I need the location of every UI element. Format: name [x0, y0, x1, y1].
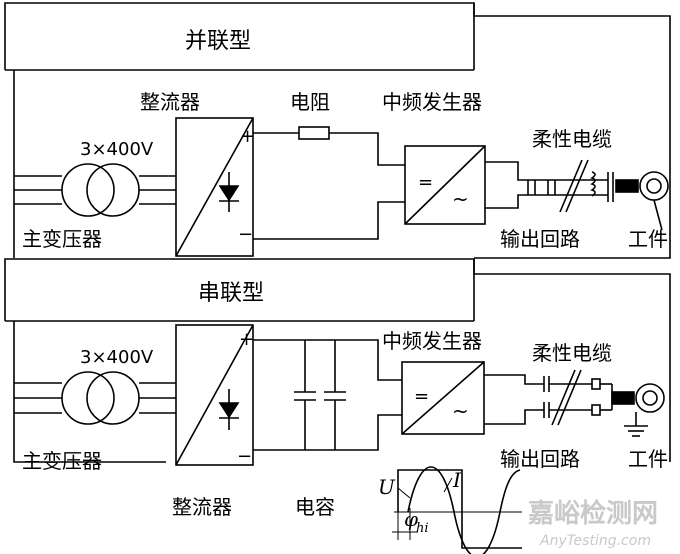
parallel-generator-label: 中频发生器 [382, 90, 482, 114]
current-symbol: I [452, 468, 462, 492]
series-output-loop-label: 输出回路 [500, 447, 580, 471]
parallel-resistor [298, 126, 330, 140]
parallel-workpiece-label: 工件 [628, 227, 668, 251]
watermark: 嘉峪检测网 AnyTesting.com [528, 498, 658, 549]
parallel-section: 并联型 整流器 电阻 中频发生器 3×400V 主变压器 柔性电缆 输出回路 工… [4, 2, 671, 259]
phase-angle-subscript: hi [416, 521, 429, 536]
series-capacitor [294, 340, 346, 450]
series-output-loop [484, 369, 665, 437]
parallel-voltage: 3×400V [80, 139, 154, 160]
parallel-plus-sign: + [240, 126, 255, 147]
parallel-output-loop [485, 159, 669, 231]
current-sine-wave [407, 466, 521, 554]
series-transformer-label: 主变压器 [22, 449, 102, 473]
series-plus-sign: + [239, 329, 254, 350]
series-voltage: 3×400V [80, 347, 154, 368]
voltage-symbol: U [378, 475, 396, 499]
series-generator-label: 中频发生器 [382, 329, 482, 353]
waveform-inset: U I φ hi [378, 466, 522, 554]
series-rectifier-label: 整流器 [172, 495, 232, 519]
phase-angle-symbol: φ [404, 507, 418, 531]
series-ac-symbol: ~ [452, 399, 469, 423]
parallel-title: 并联型 [185, 29, 251, 54]
series-minus-sign: − [237, 446, 252, 467]
series-title: 串联型 [198, 281, 264, 306]
series-workpiece-label: 工件 [628, 447, 668, 471]
parallel-main-transformer [14, 163, 176, 217]
series-generator [401, 361, 485, 435]
series-left-rail [13, 321, 166, 463]
series-capacitor-label: 电容 [295, 495, 335, 519]
parallel-generator [404, 145, 486, 225]
series-section: 串联型 中频发生器 3×400V 主变压器 整流器 电容 柔性电缆 输出回路 工… [4, 258, 671, 519]
parallel-ac-symbol: ~ [452, 187, 469, 211]
parallel-rectifier-label: 整流器 [140, 90, 200, 114]
parallel-resistor-label: 电阻 [290, 90, 330, 114]
voltage-square-wave [397, 469, 522, 549]
parallel-cable-label: 柔性电缆 [532, 127, 612, 151]
parallel-transformer-label: 主变压器 [22, 227, 102, 251]
series-rectifier [175, 324, 254, 466]
series-dc-symbol: = [414, 386, 429, 407]
parallel-rectifier [175, 117, 254, 257]
series-cable-label: 柔性电缆 [532, 341, 612, 365]
parallel-minus-sign: − [238, 224, 253, 245]
watermark-en: AnyTesting.com [539, 533, 651, 549]
series-main-transformer [14, 371, 176, 425]
parallel-dc-symbol: = [418, 172, 433, 193]
parallel-output-loop-label: 输出回路 [500, 227, 580, 251]
watermark-cn: 嘉峪检测网 [528, 498, 658, 529]
